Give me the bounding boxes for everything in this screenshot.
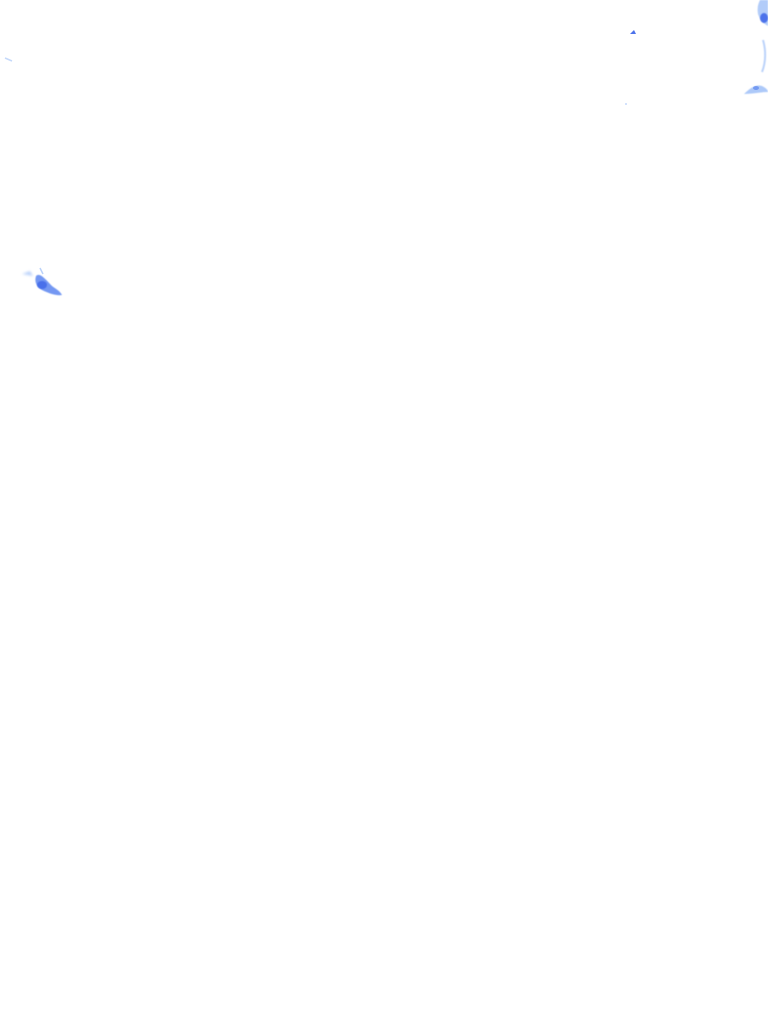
top-right-dot-icon [625,30,636,105]
top-left-speck-icon [4,57,13,62]
right-edge-ink-smudge-icon [744,0,768,94]
left-ink-smudge-icon [22,267,62,296]
